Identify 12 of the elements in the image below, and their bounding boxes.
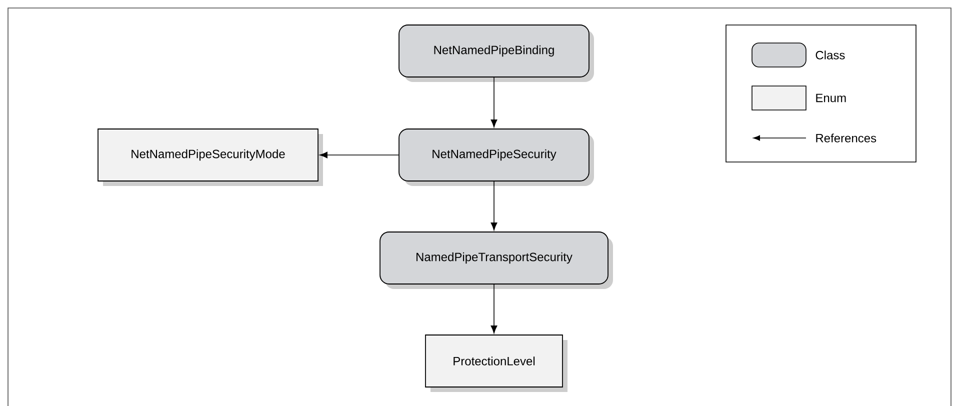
legend-label: Class <box>816 50 845 60</box>
enum-box: NetNamedPipeSecurityMode <box>98 128 323 186</box>
legend-label: References <box>816 134 876 142</box>
class-box: NamedPipeTransportSecurity <box>380 232 613 289</box>
legend-label: Enum <box>816 94 846 102</box>
arrow <box>320 152 399 158</box>
arrow <box>490 77 498 128</box>
class-box: NetNamedPipeBinding <box>398 24 594 82</box>
arrow <box>490 284 498 334</box>
enum-box: ProtectionLevel <box>425 334 568 392</box>
arrow <box>490 181 498 230</box>
class-box: NetNamedPipeSecurity <box>398 128 594 186</box>
